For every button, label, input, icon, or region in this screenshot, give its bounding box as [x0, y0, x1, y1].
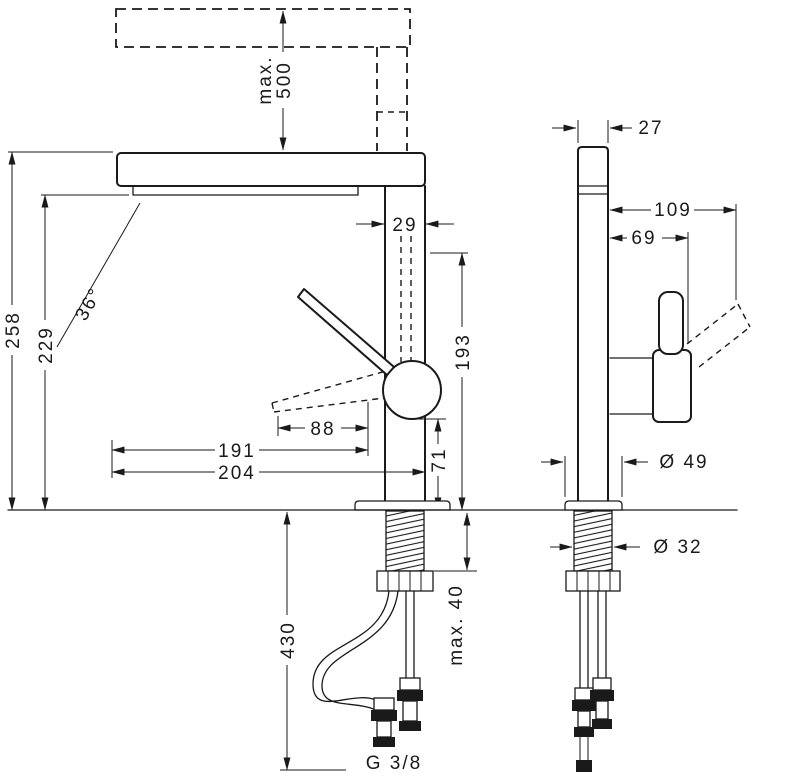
- dim-88: 88: [277, 402, 369, 456]
- dim-label-max40: max. 40: [446, 584, 467, 666]
- dim-label-109: 109: [654, 200, 692, 221]
- front-handle-grip: [658, 291, 684, 355]
- front-handle: [609, 291, 751, 423]
- dim-label-229: 229: [36, 326, 57, 364]
- dim-label-258: 258: [3, 311, 24, 349]
- dim-69: 69: [609, 228, 689, 344]
- front-handle-body: [652, 349, 692, 423]
- dim-258: 258: [3, 151, 113, 511]
- dim-label-36deg: 36°: [71, 284, 107, 325]
- handle-pivot: [382, 360, 442, 420]
- dim-label-430: 430: [278, 621, 299, 659]
- dim-204: 204: [111, 463, 426, 484]
- handle-lever: [297, 288, 395, 376]
- front-handle-phantom: [686, 303, 751, 368]
- dim-label-max: max.: [255, 55, 276, 104]
- dim-label-69: 69: [631, 228, 656, 249]
- hose-connector-right: [397, 677, 423, 731]
- dim-label-dia49: Ø 49: [659, 452, 708, 473]
- dim-71: 71: [416, 418, 450, 511]
- dim-label-27: 27: [638, 118, 663, 139]
- dim-191: 191: [111, 440, 369, 478]
- dim-430: 430: [278, 511, 346, 771]
- dim-label-29: 29: [392, 215, 417, 236]
- dim-29: 29: [356, 215, 454, 236]
- front-hose-connector-left: [572, 687, 596, 772]
- dim-label-191: 191: [218, 441, 256, 462]
- dim-109: 109: [609, 200, 737, 300]
- dim-27: 27: [552, 118, 663, 143]
- dim-label-500: 500: [274, 61, 295, 99]
- dim-label-193: 193: [453, 333, 474, 371]
- hose-connector-left: [371, 697, 397, 747]
- dim-label-204: 204: [218, 463, 256, 484]
- mounting-nut: [376, 570, 434, 592]
- threaded-shaft: [376, 510, 434, 592]
- dim-36deg: 36°: [56, 202, 141, 348]
- side-view: max. 500 36°: [3, 8, 477, 774]
- base-plate: [354, 500, 451, 511]
- front-body-column: [577, 146, 609, 502]
- front-view: 27 109 69: [541, 118, 751, 772]
- dim-max-40: max. 40: [434, 512, 477, 666]
- front-base-plate: [564, 500, 623, 511]
- supply-hoses: [312, 590, 423, 747]
- body-column: [384, 185, 426, 502]
- front-supply-hoses: [572, 590, 614, 772]
- dim-max-500: max. 500: [255, 10, 295, 151]
- dim-label-88: 88: [310, 419, 335, 440]
- dim-dia-32: Ø 32: [550, 537, 702, 558]
- handle-phantom-position: [271, 370, 387, 413]
- dim-193: 193: [430, 252, 474, 511]
- dim-dia-49: Ø 49: [541, 452, 708, 497]
- front-threaded-shaft: [565, 510, 621, 592]
- dim-label-71: 71: [429, 447, 450, 472]
- label-thread-g38: G 3/8: [366, 753, 422, 774]
- front-mounting-nut: [565, 570, 621, 592]
- handle: [271, 288, 442, 420]
- spout: [116, 152, 426, 196]
- front-hose-connector-right: [590, 677, 614, 729]
- dim-229: 229: [36, 194, 129, 511]
- pullout-spray-phantom: [115, 8, 411, 151]
- dim-label-dia32: Ø 32: [653, 537, 702, 558]
